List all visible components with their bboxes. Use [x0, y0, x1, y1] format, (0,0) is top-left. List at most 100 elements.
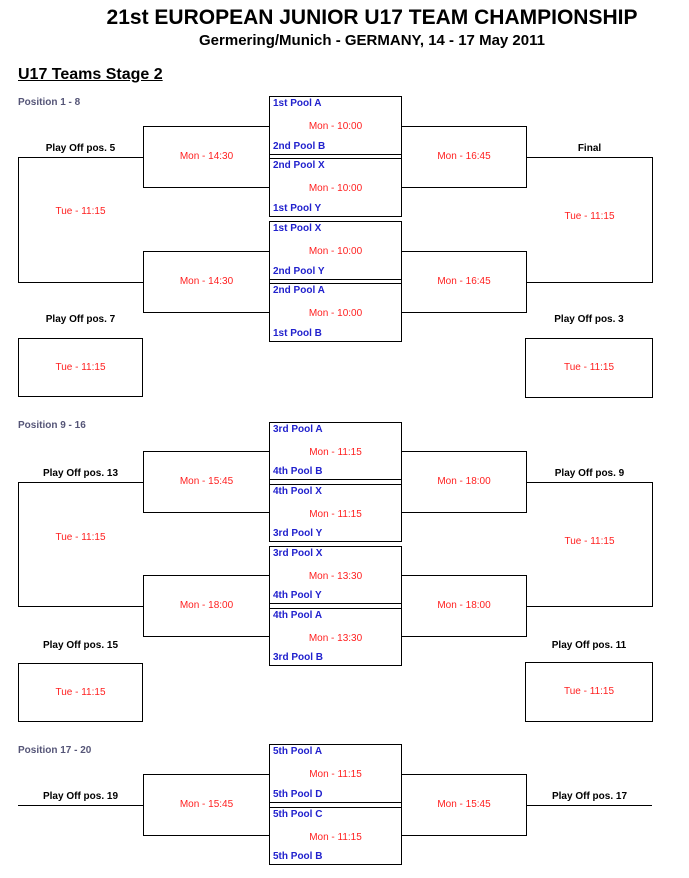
- match-time: Mon - 10:00: [308, 308, 363, 319]
- match-box: 3rd Pool X Mon - 13:30 4th Pool Y: [269, 546, 402, 604]
- match-box: 2nd Pool X Mon - 10:00 1st Pool Y: [269, 158, 402, 217]
- semi-time: Mon - 15:45: [179, 476, 234, 487]
- playoff-label: Play Off pos. 15: [42, 640, 119, 651]
- match-box: 3rd Pool A Mon - 11:15 4th Pool B: [269, 422, 402, 480]
- semi-box: Mon - 15:45: [401, 774, 527, 836]
- team-name-top: 5th Pool A: [273, 746, 323, 757]
- match-time: Mon - 10:00: [308, 121, 363, 132]
- semi-time: Mon - 16:45: [437, 276, 491, 287]
- match-box: 4th Pool X Mon - 11:15 3rd Pool Y: [269, 484, 402, 542]
- semi-time: Mon - 14:30: [179, 276, 234, 287]
- match-box: 5th Pool C Mon - 11:15 5th Pool B: [269, 807, 402, 865]
- bracket-line-v: [18, 157, 19, 283]
- semi-time: Mon - 15:45: [437, 799, 491, 810]
- team-name-top: 5th Pool C: [273, 809, 323, 820]
- playoff-box: Tue - 11:15: [18, 663, 143, 722]
- section-label: Position 9 - 16: [18, 420, 86, 431]
- team-name-bottom: 4th Pool Y: [273, 590, 322, 601]
- final-time: Tue - 11:15: [564, 211, 615, 222]
- team-name-top: 3rd Pool X: [273, 548, 323, 559]
- playoff-label: Play Off pos. 5: [45, 143, 116, 154]
- semi-time: Mon - 15:45: [179, 799, 234, 810]
- match-box: 5th Pool A Mon - 11:15 5th Pool D: [269, 744, 402, 803]
- playoff-time: Tue - 11:15: [55, 206, 106, 217]
- playoff-label: Play Off pos. 11: [551, 640, 627, 651]
- match-time: Mon - 10:00: [308, 183, 363, 194]
- match-box: 2nd Pool A Mon - 10:00 1st Pool B: [269, 283, 402, 342]
- playoff-box: Tue - 11:15: [18, 338, 143, 397]
- stage-heading: U17 Teams Stage 2: [18, 66, 163, 83]
- match-time: Mon - 10:00: [308, 246, 363, 257]
- bracket-line-h: [527, 805, 652, 806]
- semi-box: Mon - 14:30: [143, 251, 270, 313]
- playoff-time: Tue - 11:15: [55, 532, 106, 543]
- team-name-bottom: 5th Pool B: [273, 851, 323, 862]
- semi-box: Mon - 15:45: [143, 451, 270, 513]
- semi-time: Mon - 14:30: [179, 151, 234, 162]
- playoff-box: Tue - 11:15: [525, 338, 653, 398]
- page-subtitle: Germering/Munich - GERMANY, 14 - 17 May …: [199, 32, 545, 49]
- bracket-line-h: [18, 805, 143, 806]
- playoff-box: Tue - 11:15: [525, 662, 653, 722]
- playoff-label: Play Off pos. 9: [554, 468, 625, 479]
- semi-time: Mon - 18:00: [179, 600, 234, 611]
- semi-time: Mon - 18:00: [437, 476, 491, 487]
- playoff-time: Tue - 11:15: [55, 361, 106, 373]
- match-time: Mon - 11:15: [309, 832, 362, 843]
- page-title: 21st EUROPEAN JUNIOR U17 TEAM CHAMPIONSH…: [106, 6, 638, 29]
- playoff-time: Tue - 11:15: [55, 686, 106, 698]
- match-box: 1st Pool A Mon - 10:00 2nd Pool B: [269, 96, 402, 155]
- section-label: Position 17 - 20: [18, 745, 92, 756]
- bracket-line-h: [18, 282, 143, 283]
- semi-box: Mon - 16:45: [401, 126, 527, 188]
- playoff-label: Play Off pos. 3: [554, 314, 624, 325]
- bracket-line-h: [18, 157, 143, 158]
- section-label: Position 1 - 8: [18, 97, 81, 108]
- team-name-bottom: 3rd Pool B: [273, 652, 324, 663]
- team-name-top: 4th Pool X: [273, 486, 322, 497]
- playoff-label: Play Off pos. 13: [42, 468, 119, 479]
- team-name-top: 4th Pool A: [273, 610, 323, 621]
- match-time: Mon - 11:15: [309, 509, 362, 520]
- semi-box: Mon - 14:30: [143, 126, 270, 188]
- bracket-line-h: [527, 482, 652, 483]
- semi-box: Mon - 16:45: [401, 251, 527, 313]
- playoff-time: Tue - 11:15: [564, 536, 615, 547]
- playoff-label: Play Off pos. 19: [42, 791, 119, 802]
- match-box: 1st Pool X Mon - 10:00 2nd Pool Y: [269, 221, 402, 280]
- semi-time: Mon - 18:00: [437, 600, 491, 611]
- bracket-line-v: [18, 482, 19, 607]
- match-time: Mon - 11:15: [309, 447, 362, 458]
- semi-time: Mon - 16:45: [437, 151, 491, 162]
- team-name-bottom: 1st Pool B: [273, 328, 322, 339]
- semi-box: Mon - 18:00: [401, 451, 527, 513]
- team-name-top: 2nd Pool X: [273, 160, 325, 171]
- semi-box: Mon - 18:00: [143, 575, 270, 637]
- bracket-line-v: [652, 482, 653, 607]
- final-label: Final: [577, 143, 602, 154]
- match-time: Mon - 13:30: [308, 571, 363, 582]
- semi-box: Mon - 18:00: [401, 575, 527, 637]
- bracket-line-h: [18, 482, 143, 483]
- team-name-top: 2nd Pool A: [273, 285, 325, 296]
- match-box: 4th Pool A Mon - 13:30 3rd Pool B: [269, 608, 402, 666]
- match-time: Mon - 13:30: [308, 633, 363, 644]
- bracket-line-h: [527, 282, 652, 283]
- team-name-bottom: 2nd Pool Y: [273, 266, 325, 277]
- playoff-label: Play Off pos. 17: [551, 791, 628, 802]
- semi-box: Mon - 15:45: [143, 774, 270, 836]
- bracket-line-h: [527, 606, 652, 607]
- team-name-top: 3rd Pool A: [273, 424, 323, 435]
- bracket-line-h: [18, 606, 143, 607]
- team-name-bottom: 1st Pool Y: [273, 203, 322, 214]
- team-name-top: 1st Pool X: [273, 223, 322, 234]
- bracket-line-v: [652, 157, 653, 283]
- team-name-top: 1st Pool A: [273, 98, 322, 109]
- playoff-time: Tue - 11:15: [563, 686, 615, 697]
- playoff-label: Play Off pos. 7: [45, 314, 116, 325]
- match-time: Mon - 11:15: [309, 769, 362, 780]
- playoff-time: Tue - 11:15: [563, 362, 615, 373]
- team-name-bottom: 3rd Pool Y: [273, 528, 323, 539]
- team-name-bottom: 2nd Pool B: [273, 141, 326, 152]
